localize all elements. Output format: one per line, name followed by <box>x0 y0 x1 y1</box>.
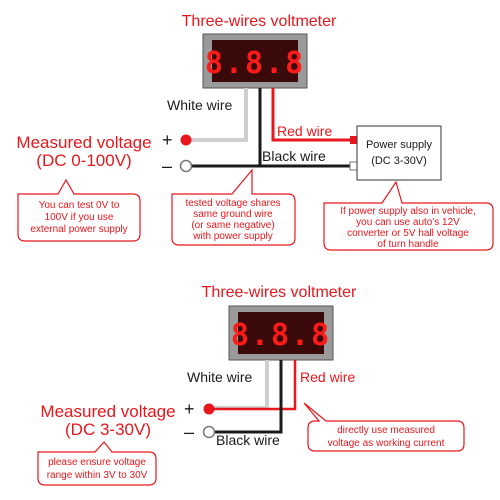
top-power-supply: Power supply (DC 3-30V) <box>349 125 442 181</box>
top-power-supply-label: Power supply <box>366 139 433 151</box>
bottom-callout-left-bubble <box>37 441 157 486</box>
bottom-minus-sign: – <box>184 422 194 442</box>
bottom-note-left-line1: please ensure voltage <box>48 457 146 468</box>
top-note-left-line2: 100V if you use <box>45 212 114 223</box>
top-note-right-line4: of turn handle <box>377 239 439 250</box>
top-diagram: Three-wires voltmeter 8.8.8 + – White wi… <box>16 13 494 251</box>
bottom-red-wire-label: Red wire <box>300 369 355 385</box>
top-note-mid-line4: with power supply <box>192 231 272 242</box>
top-callout-middle: tested voltage shares same ground wire (… <box>171 168 296 246</box>
top-power-supply-box <box>356 125 442 181</box>
top-callout-middle-bubble <box>171 168 296 246</box>
top-positive-terminal <box>180 134 192 146</box>
top-note-mid-line2: same ground wire <box>193 209 273 220</box>
top-black-wire-label: Black wire <box>262 148 326 164</box>
bottom-positive-terminal <box>203 403 215 415</box>
top-plus-sign: + <box>162 130 173 150</box>
bottom-plus-sign: + <box>184 399 195 419</box>
top-callout-right-bubble <box>323 180 494 251</box>
top-meter-digits: 8.8.8 <box>205 46 305 81</box>
top-note-right-line3: converter or 5V hall voltage <box>347 228 469 239</box>
bottom-meter-digits: 8.8.8 <box>231 318 331 353</box>
top-callout-right: If power supply also in vehicle, you can… <box>323 180 494 251</box>
top-voltmeter: 8.8.8 <box>202 33 308 89</box>
top-callout-left-bubble <box>17 178 141 242</box>
top-note-right-line2: you can use auto's 12V <box>356 217 460 228</box>
bottom-red-wire <box>212 360 297 411</box>
bottom-note-left-line2: range within 3V to 30V <box>47 470 148 481</box>
top-white-wire-label: White wire <box>167 97 233 113</box>
top-note-mid-line3: (or same negative) <box>191 220 274 231</box>
bottom-title: Three-wires voltmeter <box>202 284 357 301</box>
top-red-wire <box>271 88 350 142</box>
top-meter-screen <box>212 40 298 82</box>
top-measured-range-label: (DC 0-100V) <box>36 151 131 170</box>
bottom-black-wire <box>212 360 283 434</box>
top-callout-left: You can test 0V to 100V if you use exter… <box>17 178 141 242</box>
bottom-callout-left: please ensure voltage range within 3V to… <box>37 441 157 486</box>
bottom-white-wire-label: White wire <box>187 369 253 385</box>
top-minus-sign: – <box>162 156 172 176</box>
bottom-negative-terminal <box>202 425 216 439</box>
bottom-meter-screen <box>238 312 324 354</box>
top-power-supply-positive-pin <box>350 136 357 144</box>
bottom-measured-voltage-label: Measured voltage <box>40 402 175 421</box>
top-red-wire-label: Red wire <box>277 123 332 139</box>
bottom-measured-range-label: (DC 3-30V) <box>65 420 151 439</box>
top-title: Three-wires voltmeter <box>182 13 337 30</box>
bottom-diagram: Three-wires voltmeter 8.8.8 + – White wi… <box>37 284 465 486</box>
bottom-voltmeter: 8.8.8 <box>228 305 334 361</box>
bottom-black-wire-label: Black wire <box>216 432 280 448</box>
top-white-wire <box>188 88 248 142</box>
top-note-right-line1: If power supply also in vehicle, <box>340 206 476 217</box>
top-negative-terminal <box>179 159 193 173</box>
top-note-mid-line1: tested voltage shares <box>185 198 280 209</box>
bottom-note-right-line1: directly use measured <box>337 425 435 436</box>
bottom-callout-right-bubble <box>303 402 465 452</box>
bottom-note-right-line2: voltage as working current <box>328 438 445 449</box>
top-note-left-line1: You can test 0V to <box>39 200 120 211</box>
top-power-supply-negative-pin <box>349 161 358 171</box>
bottom-callout-right: directly use measured voltage as working… <box>303 402 465 452</box>
top-note-left-line3: external power supply <box>30 224 127 235</box>
top-measured-voltage-label: Measured voltage <box>16 133 151 152</box>
top-power-supply-range: (DC 3-30V) <box>371 155 427 167</box>
